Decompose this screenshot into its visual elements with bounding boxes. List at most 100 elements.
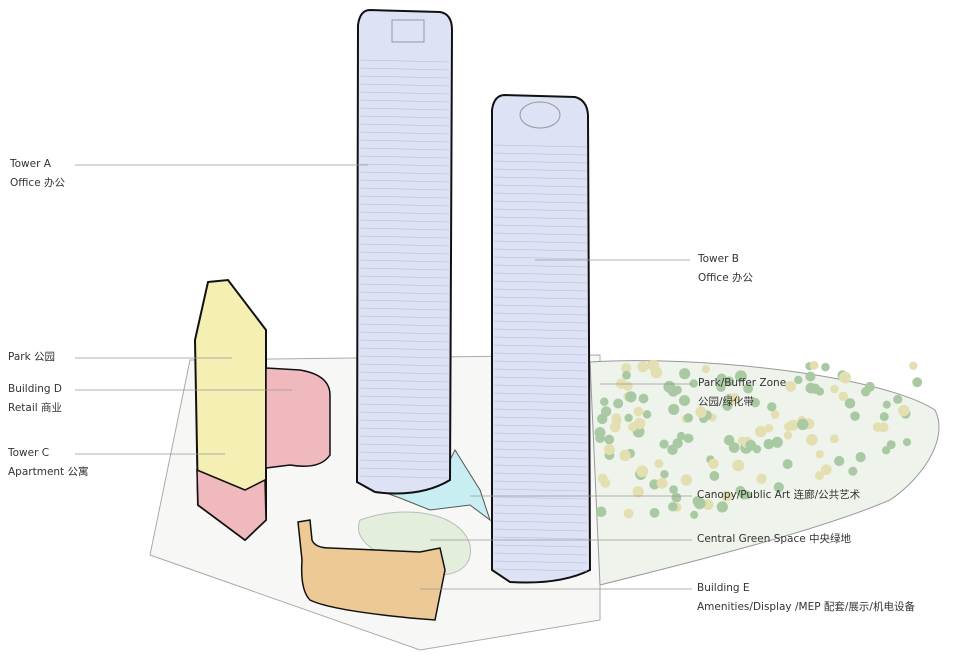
- tree-icon: [783, 431, 793, 440]
- floor-line: [359, 331, 450, 335]
- tree-icon: [600, 478, 611, 488]
- tree-icon: [767, 402, 777, 412]
- floor-line: [359, 411, 450, 415]
- floor-line: [493, 368, 588, 372]
- floor-line: [359, 307, 450, 311]
- floor-line: [493, 480, 588, 484]
- floor-line: [493, 216, 588, 220]
- floor-line: [493, 312, 588, 316]
- tree-icon: [794, 375, 803, 385]
- tree-icon: [844, 398, 856, 409]
- tree-icon: [679, 368, 691, 380]
- canopy-title: Canopy/Public Art 连廊/公共艺术: [697, 489, 861, 501]
- floor-line: [359, 259, 450, 263]
- floor-line: [359, 139, 450, 143]
- tree-icon: [909, 361, 918, 370]
- floor-line: [359, 203, 450, 207]
- tree-icon: [621, 363, 632, 374]
- tree-icon: [850, 411, 860, 421]
- floor-line: [493, 232, 588, 236]
- floor-line: [493, 504, 588, 508]
- floor-line: [493, 256, 588, 260]
- floor-line: [493, 392, 588, 396]
- tree-icon: [654, 459, 664, 469]
- floor-line: [493, 168, 588, 172]
- park-buffer-title: Park/Buffer Zone: [698, 377, 787, 389]
- tree-icon: [882, 400, 891, 409]
- floor-line: [359, 395, 450, 399]
- tower-b: [491, 93, 592, 584]
- floor-line: [493, 224, 588, 228]
- tower-c-title: Tower C: [8, 447, 50, 459]
- building-e-use: Amenities/Display /MEP 配套/展示/机电设备: [697, 601, 915, 613]
- building-e: [297, 519, 446, 621]
- floor-line: [359, 403, 450, 407]
- tree-icon: [624, 413, 633, 423]
- tree-icon: [695, 406, 707, 418]
- tree-icon: [716, 382, 726, 393]
- tree-icon: [671, 492, 682, 503]
- tree-icon: [600, 397, 609, 407]
- tree-icon: [771, 436, 783, 448]
- tree-icon: [745, 439, 757, 451]
- tree-icon: [603, 444, 615, 455]
- floor-line: [359, 339, 450, 343]
- tree-icon: [649, 507, 660, 518]
- tree-icon: [668, 403, 680, 415]
- floor-line: [359, 163, 450, 167]
- tree-icon: [912, 377, 923, 388]
- floor-line: [359, 107, 450, 111]
- tree-icon: [660, 470, 669, 479]
- floor-line: [359, 99, 450, 103]
- floor-line: [493, 184, 588, 188]
- tree-icon: [683, 433, 693, 443]
- tree-icon: [732, 459, 745, 472]
- floor-line: [493, 448, 588, 452]
- floor-line: [493, 200, 588, 204]
- tree-icon: [690, 510, 699, 519]
- tree-icon: [881, 446, 891, 455]
- tree-icon: [893, 394, 903, 404]
- floor-line: [493, 144, 588, 148]
- tower-c-use: Apartment 公寓: [8, 466, 89, 478]
- floor-line: [359, 379, 450, 383]
- tree-icon: [848, 466, 858, 476]
- floor-line: [493, 544, 588, 548]
- floor-line: [493, 240, 588, 244]
- floor-line: [359, 267, 450, 271]
- tree-icon: [750, 397, 760, 408]
- tree-icon: [693, 497, 706, 510]
- tree-icon: [716, 373, 727, 384]
- floor-line: [493, 160, 588, 164]
- floor-line: [493, 552, 588, 556]
- tree-icon: [763, 438, 774, 450]
- tree-icon: [633, 406, 644, 417]
- floor-line: [359, 75, 450, 79]
- floor-line: [359, 235, 450, 239]
- building-e-title: Building E: [697, 582, 750, 594]
- floor-line: [359, 323, 450, 327]
- tree-icon: [611, 413, 622, 423]
- floor-line: [359, 451, 450, 455]
- floor-line: [493, 400, 588, 404]
- tree-icon: [830, 384, 839, 394]
- tree-icon: [594, 427, 606, 439]
- floor-line: [493, 408, 588, 412]
- floor-line: [493, 568, 588, 572]
- tree-icon: [797, 418, 809, 431]
- trees: [594, 359, 923, 519]
- tower-c-base: [196, 468, 267, 541]
- tree-icon: [668, 502, 678, 512]
- tree-icon: [723, 434, 735, 446]
- floor-line: [359, 299, 450, 303]
- tree-icon: [764, 423, 774, 433]
- building-d-use: Retail 商业: [8, 402, 63, 414]
- floor-line: [493, 440, 588, 444]
- tree-icon: [787, 419, 799, 431]
- tree-icon: [613, 398, 624, 409]
- tree-icon: [806, 434, 818, 446]
- tower-a-title: Tower A: [10, 158, 51, 170]
- floor-line: [359, 251, 450, 255]
- tree-icon: [743, 383, 754, 394]
